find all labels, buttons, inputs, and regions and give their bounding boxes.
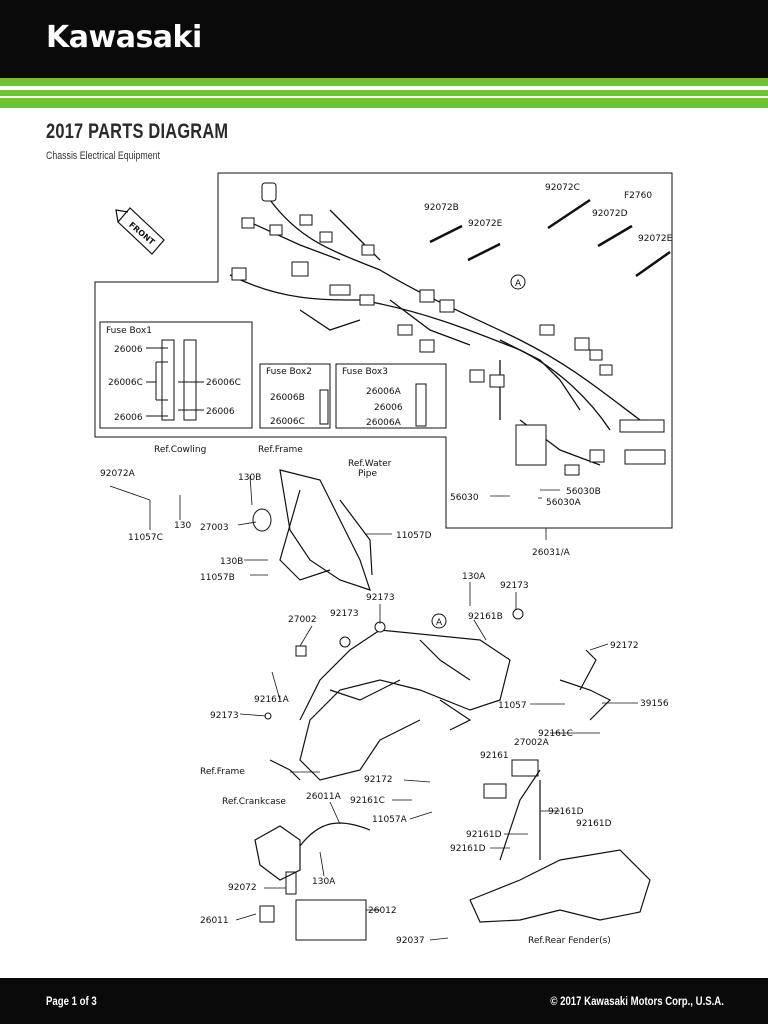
part-label: 26006C [270,417,305,427]
part-label: 26006 [114,345,143,355]
part-label: 92161D [450,844,486,854]
part-label: 92172 [364,775,393,785]
fuse-box-title: Fuse Box1 [106,326,152,336]
part-label: 26011 [200,916,229,926]
reference-label: Pipe [358,469,377,479]
part-label: 26006 [206,407,235,417]
part-label: 92161A [254,695,290,705]
part-label: 26012 [368,906,397,916]
part-label: 92072E [468,219,503,229]
part-label: 92072D [592,209,628,219]
part-label: 56030 [450,493,479,503]
reference-label: Ref.Crankcase [222,797,286,807]
part-label: 27002A [514,738,550,748]
wiring-harness [229,199,641,466]
part-label: 92161C [538,729,573,739]
part-label: 11057D [396,531,432,541]
part-label: 11057 [498,701,527,711]
part-label: 92072 [228,883,257,893]
callout-a-icon: A [431,613,447,629]
part-label: 92173 [500,581,529,591]
reference-label: Ref.Cowling [154,445,206,455]
fuse-box-3: Fuse Box3 26006A 26006 26006A [335,363,447,429]
callout-a-icon: A [510,274,526,290]
rear-fender [469,649,651,923]
harness-frame [94,172,673,529]
callout-a-label: A [436,618,443,628]
harness-connectors [231,182,666,476]
part-label: 92072C [545,183,580,193]
accent-stripe [0,90,768,96]
part-label: 92072E [638,234,673,244]
part-label: 56030A [546,498,582,508]
part-label: 92161 [480,751,509,761]
part-label: 92173 [330,609,359,619]
part-label: 130A [462,572,486,582]
crankcase-parts [254,822,371,881]
small-parts [252,508,539,941]
reference-label: Ref.Water [348,459,392,469]
leader-lines [109,475,638,941]
part-label: 92161B [468,612,503,622]
part-label: 11057C [128,533,163,543]
page-subtitle: Chassis Electrical Equipment [46,150,160,162]
part-label: 92037 [396,936,425,946]
part-label: 92172 [610,641,639,651]
part-label: 26006C [108,378,143,388]
part-label: 26006B [270,393,305,403]
part-label: 92161D [548,807,584,817]
part-label: 26031/A [532,548,571,558]
part-label: 130B [220,557,243,567]
part-label: 26006 [114,413,143,423]
brand-logo[interactable]: Kawasaki [46,20,202,55]
page-title: 2017 PARTS DIAGRAM [46,120,229,143]
reference-label: Ref.Frame [258,445,303,455]
fuse-box-2: Fuse Box2 26006B 26006C [259,363,331,429]
copyright-text: © 2017 Kawasaki Motors Corp., U.S.A. [550,994,724,1008]
fuse-box-title: Fuse Box3 [342,367,388,377]
callout-a-label: A [515,279,522,289]
page-number: Page 1 of 3 [46,994,97,1008]
part-label: 26006A [366,418,402,428]
part-label: 39156 [640,699,669,709]
part-label: 26006C [206,378,241,388]
part-label: 130 [174,521,191,531]
front-arrow-icon: FRONT [115,207,165,255]
part-label: 11057A [372,815,408,825]
reference-label: Ref.Rear Fender(s) [528,936,611,946]
part-label: 130B [238,473,261,483]
part-label: 27003 [200,523,229,533]
part-label: 26006A [366,387,402,397]
figure-code: F2760 [624,191,652,201]
fuse-box-1: Fuse Box1 26006 26006C 26006C 26006 2600… [99,321,253,429]
part-label: 92173 [210,711,239,721]
part-label: 26011A [306,792,342,802]
part-label: 130A [312,877,336,887]
front-label: FRONT [127,220,157,247]
part-label: 11057B [200,573,235,583]
reference-label: Ref.Frame [200,767,245,777]
part-label: 26006 [374,403,403,413]
part-label: 92072B [424,203,459,213]
footer-bar: Page 1 of 3 © 2017 Kawasaki Motors Corp.… [0,978,768,1024]
header-bar: Kawasaki [0,0,768,78]
part-label: 92161D [466,830,502,840]
part-label: 92161D [576,819,612,829]
accent-stripe [0,98,768,108]
accent-stripe [0,78,768,86]
fuse-box-title: Fuse Box2 [266,367,312,377]
part-label: 92173 [366,593,395,603]
cable-ties [429,198,671,278]
parts-diagram: FRONT [94,172,673,946]
part-label: 56030B [566,487,601,497]
part-label: 92072A [100,469,136,479]
main-frame [269,469,511,781]
part-label: 27002 [288,615,317,625]
part-label: 92161C [350,796,385,806]
